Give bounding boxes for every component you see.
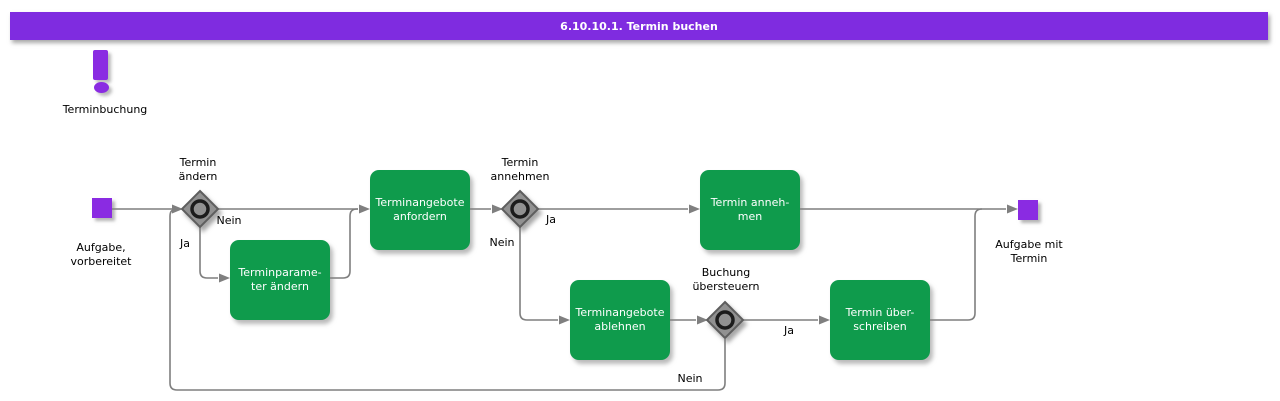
gateway-termin-annehmen[interactable] [498, 187, 542, 231]
arrowhead [819, 315, 830, 325]
activity-terminangebote-ablehnen[interactable]: Terminangebote ablehnen [570, 280, 670, 360]
activity-termin-annehmen[interactable]: Termin anneh- men [700, 170, 800, 250]
arrowhead [492, 204, 503, 214]
start-event[interactable] [92, 198, 112, 218]
edge-loopback-nein [169, 208, 726, 391]
gateway2-ja-label: Ja [546, 213, 556, 226]
arrowhead [697, 315, 708, 325]
arrowhead [172, 204, 183, 214]
start-event-label: Aufgabe, vorbereitet [70, 241, 132, 268]
arrowhead [219, 273, 230, 283]
gateway1-label: Termin ändern [178, 156, 218, 183]
gateway2-nein-label: Nein [489, 236, 515, 249]
exclamation-icon-dot [94, 82, 109, 93]
diagram-title-bar: 6.10.10.1. Termin buchen [10, 12, 1268, 40]
gateway-buchung-uebersteuern[interactable] [703, 298, 747, 342]
edge-ueberschreiben-out [930, 208, 983, 321]
arrowhead [1007, 204, 1018, 214]
activity-terminparameter-aendern[interactable]: Terminparame- ter ändern [230, 240, 330, 320]
gateway3-label: Buchung übersteuern [692, 266, 760, 293]
gateway-termin-aendern[interactable] [178, 187, 222, 231]
end-event-label: Aufgabe mit Termin [995, 238, 1063, 265]
edge-parameter-out [330, 208, 358, 279]
exclamation-icon-bar [93, 50, 108, 80]
edge-gateway1-ja [199, 227, 218, 279]
end-event[interactable] [1018, 200, 1038, 220]
activity-terminangebote-anfordern[interactable]: Terminangebote anfordern [370, 170, 470, 250]
arrowhead [689, 204, 700, 214]
gateway2-label: Termin annehmen [490, 156, 550, 183]
edge-gateway2-nein [519, 227, 558, 321]
gateway3-nein-label: Nein [677, 372, 703, 385]
arrowhead [359, 204, 370, 214]
diagram-title: 6.10.10.1. Termin buchen [560, 19, 718, 33]
gateway3-ja-label: Ja [784, 324, 794, 337]
gateway1-ja-label: Ja [180, 237, 190, 250]
gateway1-nein-label: Nein [216, 214, 242, 227]
arrowhead [559, 315, 570, 325]
activity-termin-ueberschreiben[interactable]: Termin über- schreiben [830, 280, 930, 360]
annotation-label: Terminbuchung [62, 103, 148, 116]
